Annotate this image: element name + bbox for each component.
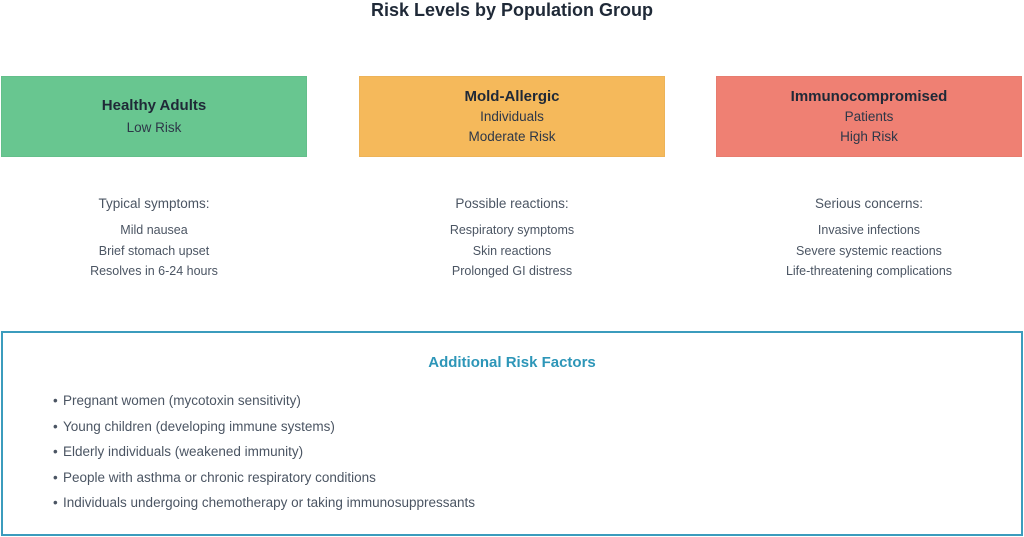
bullet-icon: •: [53, 444, 58, 459]
detail-item: Respiratory symptoms: [449, 223, 575, 237]
bullet-icon: •: [53, 469, 58, 485]
detail-item: Invasive infections: [817, 223, 921, 237]
bullet-icon: •: [53, 393, 58, 408]
risk-box-healthy-adults: Healthy Adults Low Risk: [1, 76, 307, 157]
detail-item: Mild nausea: [120, 223, 188, 237]
list-item: • Elderly individuals (weakened immunity): [53, 439, 475, 465]
bullet-icon: •: [53, 495, 58, 510]
risk-factor-list: •Pregnant women (mycotoxin sensitivity) …: [53, 388, 475, 516]
risk-factor-text: Elderly individuals (weakened immunity): [63, 444, 304, 459]
details-mold-allergic: Possible reactions: Respiratory symptoms…: [359, 194, 665, 282]
bullet-icon: •: [53, 418, 58, 434]
details-immunocompromised: Serious concerns: Invasive infections Se…: [716, 194, 1022, 282]
detail-item: Resolves in 6-24 hours: [90, 264, 218, 278]
risk-box-mold-allergic: Mold-Allergic Individuals Moderate Risk: [359, 76, 665, 157]
risk-factor-text: People with asthma or chronic respirator…: [63, 469, 376, 485]
risk-factor-text: Individuals undergoing chemotherapy or t…: [63, 495, 475, 510]
group-name-line: Individuals: [480, 108, 544, 124]
detail-item: Life-threatening complications: [785, 264, 953, 278]
detail-item: Prolonged GI distress: [451, 264, 573, 278]
additional-risk-factors-title: Additional Risk Factors: [428, 354, 596, 371]
list-item: • Young children (developing immune syste…: [53, 414, 475, 440]
diagram-title: Risk Levels by Population Group: [370, 0, 654, 20]
additional-risk-factors-panel: Additional Risk Factors • Pregnant women …: [1, 331, 1023, 536]
details-heading: Serious concerns:: [814, 196, 924, 211]
group-risk-level: Moderate Risk: [468, 129, 556, 144]
list-item: • Pregnant women (mycotoxin sensitivity): [53, 388, 475, 414]
risk-factor-text: Pregnant women (mycotoxin sensitivity): [63, 393, 301, 408]
details-healthy-adults: Typical symptoms: Mild nausea Brief stom…: [1, 194, 307, 282]
details-heading: Typical symptoms:: [98, 196, 210, 211]
list-item: • Individuals undergoing chemotherapy or …: [53, 490, 475, 516]
group-risk-level: Low Risk: [126, 119, 182, 135]
list-item: • People with asthma or chronic respirato…: [53, 465, 475, 491]
group-name-line: Patients: [844, 108, 894, 124]
group-name: Healthy Adults: [101, 96, 207, 114]
risk-box-immunocompromised: Immunocompromised Patients High Risk: [716, 76, 1022, 157]
group-name: Mold-Allergic: [464, 87, 560, 105]
detail-item: Brief stomach upset: [98, 243, 210, 258]
group-risk-level: High Risk: [840, 129, 898, 144]
detail-item: Severe systemic reactions: [796, 243, 942, 258]
group-name: Immunocompromised: [790, 87, 948, 105]
detail-item: Skin reactions: [472, 243, 552, 258]
risk-factor-text: Young children (developing immune system…: [63, 418, 335, 434]
details-heading: Possible reactions:: [455, 196, 569, 211]
